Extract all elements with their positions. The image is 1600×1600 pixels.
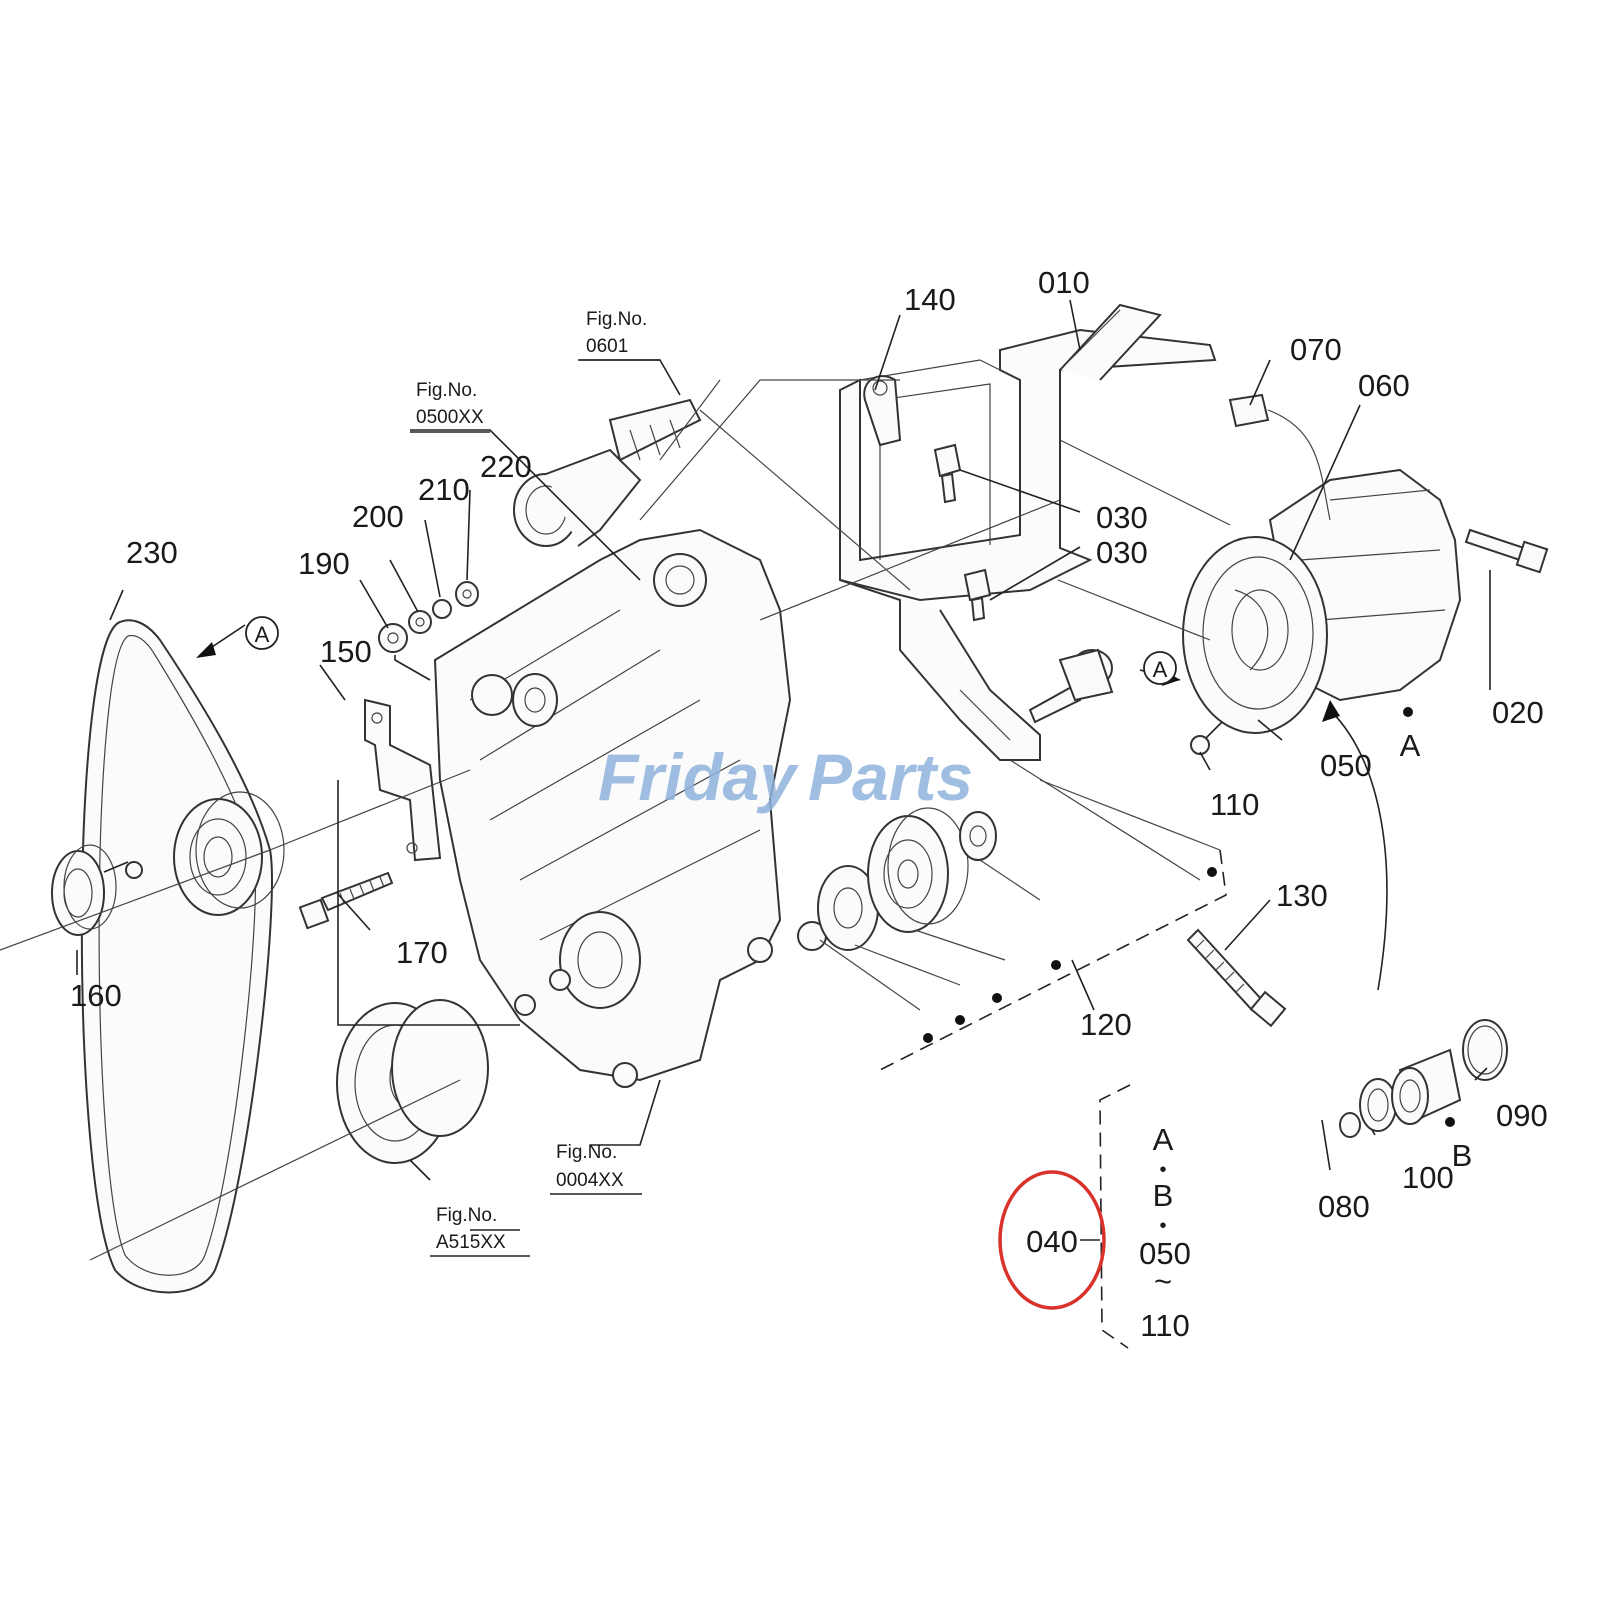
reference-dots (923, 707, 1455, 1127)
fig-0601-number: 0601 (586, 336, 628, 357)
engine-block (433, 398, 792, 1088)
label-130: 130 (1276, 878, 1328, 913)
assembly-line-b: B (1153, 1178, 1174, 1213)
label-040: 040 (1026, 1224, 1078, 1259)
wire-clip-140 (863, 375, 902, 447)
label-170: 170 (396, 935, 448, 970)
fig-0004-number: 0004XX (556, 1170, 624, 1191)
label-140: 140 (904, 282, 956, 317)
label-200: 200 (352, 499, 404, 534)
pulley-160 (51, 844, 143, 936)
callout-a-left: A (245, 616, 279, 650)
label-060: 060 (1358, 368, 1410, 403)
label-190: 190 (298, 546, 350, 581)
assembly-sep-2: • (1159, 1215, 1166, 1237)
bearing-group-b (1339, 1019, 1508, 1138)
leader-lines (0, 299, 1491, 1349)
compressor-mount-bracket-010 (839, 303, 1217, 761)
label-050: 050 (1320, 748, 1372, 783)
label-220: 220 (480, 449, 532, 484)
label-230: 230 (126, 535, 178, 570)
label-080: 080 (1318, 1189, 1370, 1224)
fig-a515-number: A515XX (436, 1232, 506, 1253)
callout-a-right-text: A (1153, 657, 1168, 682)
label-030-a: 030 (1096, 500, 1148, 535)
assembly-sep-1: • (1159, 1159, 1166, 1181)
part-labels: 010 020 030 030 050 060 070 080 090 100 … (70, 265, 1548, 1224)
label-030-b: 030 (1096, 535, 1148, 570)
washer-stack-190-220 (378, 581, 479, 653)
adjust-bolt-030 (933, 443, 992, 622)
fig-0500-title: Fig.No. (416, 380, 477, 401)
label-210: 210 (418, 472, 470, 507)
assembly-line-050: 050 (1139, 1236, 1191, 1271)
assembly-line-a: A (1153, 1122, 1174, 1157)
callout-a-left-text: A (255, 622, 270, 647)
bolt-170 (298, 871, 394, 930)
drive-belt-230 (80, 619, 273, 1294)
callout-a-right: A (1143, 651, 1177, 685)
bracket-150 (364, 698, 442, 862)
connector-070 (1228, 393, 1331, 521)
fig-0601-title: Fig.No. (586, 309, 647, 330)
label-160: 160 (70, 978, 122, 1013)
label-120: 120 (1080, 1007, 1132, 1042)
watermark-part1: Friday (598, 740, 799, 814)
assembly-040-group: 040 A • B • 050 ~ 110 (998, 1122, 1191, 1343)
label-070: 070 (1290, 332, 1342, 367)
figure-references: Fig.No. 0601 Fig.No. 0500XX Fig.No. 0004… (410, 309, 660, 1257)
watermark-part2: Parts (808, 740, 973, 814)
assembly-sep-3: ~ (1154, 1264, 1172, 1299)
label-090: 090 (1496, 1098, 1548, 1133)
fig-0500-number: 0500XX (416, 407, 484, 428)
bolt-020 (1464, 528, 1549, 574)
ac-compressor (1182, 468, 1462, 755)
label-110: 110 (1210, 787, 1259, 822)
label-100: 100 (1402, 1160, 1454, 1195)
spacer-shaft (1028, 648, 1114, 724)
label-150: 150 (320, 634, 372, 669)
highlight-circle (998, 1170, 1106, 1310)
fig-0004-title: Fig.No. (556, 1142, 617, 1163)
fig-a515-title: Fig.No. (436, 1205, 497, 1226)
label-010: 010 (1038, 265, 1090, 300)
tension-pulley (173, 791, 285, 916)
watermark-logo: Friday Parts (598, 740, 973, 814)
label-ref-b: B (1452, 1138, 1473, 1173)
assembly-line-110: 110 (1140, 1308, 1189, 1343)
label-ref-a: A (1400, 728, 1421, 763)
label-020: 020 (1492, 695, 1544, 730)
idler-assembly-120 (797, 807, 997, 951)
long-bolt-130 (1186, 928, 1287, 1028)
